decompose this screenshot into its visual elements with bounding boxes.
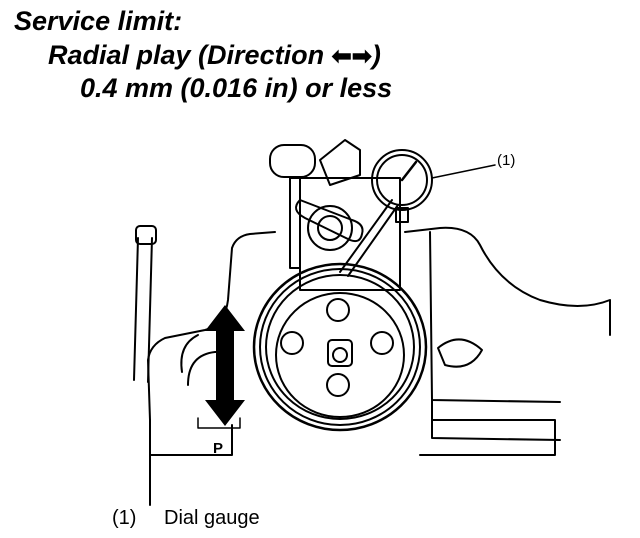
radial-direction-arrow (205, 305, 245, 426)
radial-play-text: Radial play (Direction (48, 40, 325, 70)
pump-body (289, 177, 401, 291)
dial-gauge-outer (371, 149, 433, 211)
pump-body-boss-inner (317, 215, 343, 241)
service-limit-title: Service limit: (14, 6, 183, 36)
dipstick-shaft (133, 237, 139, 381)
engine-housing-right (404, 226, 611, 336)
pulley-hole-right (370, 331, 394, 355)
pulley-face (275, 292, 405, 418)
arrow-left-icon: ⬅ (331, 43, 352, 70)
legend-text: Dial gauge (164, 507, 260, 529)
bottom-slab (149, 419, 556, 456)
dial-gauge-face (376, 154, 428, 206)
housing-right-wall (429, 231, 561, 403)
pulley-hole-bottom (326, 373, 350, 397)
legend-item-1: (1) Dial gauge (112, 507, 260, 530)
legend-number: (1) (112, 507, 137, 529)
pulley-rim-groove-1 (259, 268, 421, 426)
radial-play-line: Radial play (Direction ⬅➡) (48, 40, 381, 72)
pulley-hole-left (280, 331, 304, 355)
gauge-stand (319, 139, 361, 186)
gauge-stand-knob (269, 144, 316, 178)
gauge-plunger-2 (347, 204, 399, 277)
shaft-center (332, 347, 348, 363)
dial-gauge-stem (395, 207, 409, 223)
dipstick-shaft-2 (147, 237, 153, 383)
housing-right-lower (431, 399, 561, 441)
radial-play-close-paren: ) (371, 40, 381, 70)
pulley-rim-groove-2 (265, 274, 415, 420)
callout-leader-1 (431, 164, 496, 179)
p-label: P (213, 440, 224, 457)
arrow-right-icon: ➡ (351, 43, 372, 70)
pulley-outer-rim (252, 262, 428, 432)
housing-right-bolt (437, 338, 483, 368)
p-bracket (197, 417, 241, 429)
limit-value-line: 0.4 mm (0.016 in) or less (80, 73, 393, 103)
callout-1-label: (1) (497, 152, 516, 169)
housing-left-detail (187, 351, 233, 386)
dipstick-cap (135, 225, 157, 245)
dial-gauge-needle (400, 160, 418, 182)
pump-body-boss (307, 205, 353, 251)
gauge-plunger (339, 199, 393, 273)
shaft-nut (327, 339, 353, 367)
gauge-arm (295, 199, 364, 243)
housing-left-curve (180, 334, 199, 373)
pulley-hole-top (326, 298, 350, 322)
